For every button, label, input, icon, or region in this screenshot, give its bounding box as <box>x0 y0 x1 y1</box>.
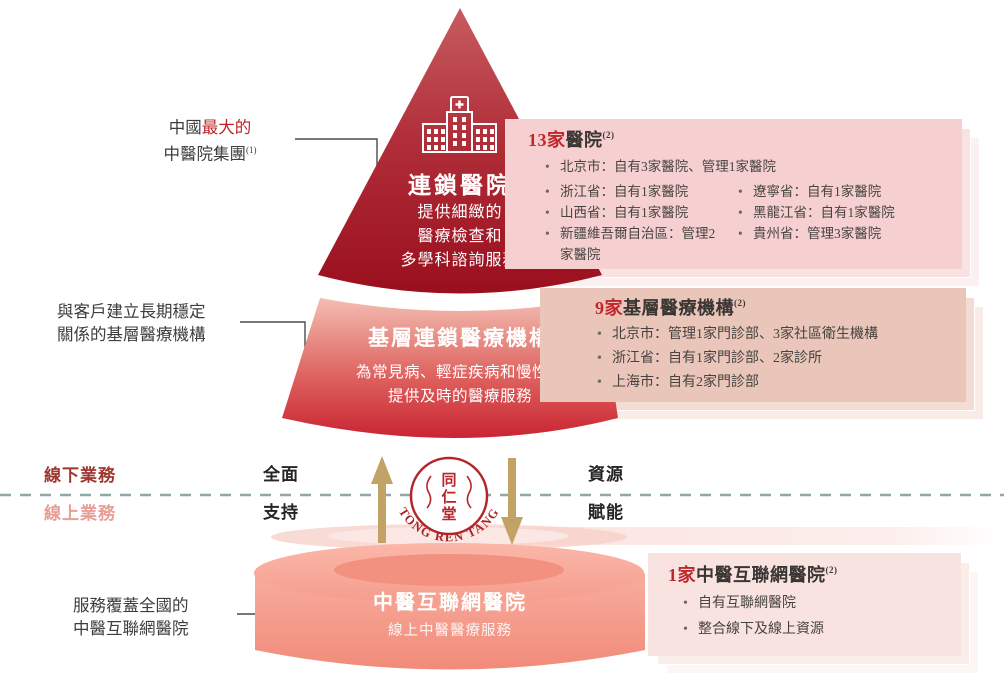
list-item: 北京市：管理1家門診部、3家社區衛生機構 <box>595 323 958 347</box>
connector-line <box>240 321 306 358</box>
support-label-bottom: 支持 <box>263 503 299 522</box>
footnote-marker: (2) <box>734 298 746 308</box>
logo-ornament <box>466 475 472 509</box>
primary-care-box-title: 9家基層醫療機構(2) <box>595 294 958 320</box>
tier1-description: 提供細緻的 醫療檢查和 多學科諮詢服務 <box>400 204 520 269</box>
lens-shape <box>271 524 627 550</box>
lens-shape-inner <box>329 527 569 545</box>
list-item: 浙江省：自有1家門診部、2家診所 <box>595 347 958 371</box>
count-text: 9家 <box>595 298 623 318</box>
hospitals-box-content: 13家醫院(2) 北京市：自有3家醫院、管理1家醫院 浙江省：自有1家醫院 山西… <box>505 119 962 269</box>
list-item: 山西省：自有1家醫院 <box>543 202 721 223</box>
faint-band <box>450 527 1004 545</box>
count-text: 13家 <box>528 130 566 150</box>
list-item: 自有互聯網醫院 <box>681 591 953 617</box>
arrow-up-icon <box>371 456 393 543</box>
tier3-title: 中醫互聯網醫院 <box>373 592 527 614</box>
tier1-title: 連鎖醫院 <box>408 173 512 198</box>
annotation-internet-hospital: 服務覆蓋全國的 中醫互聯網醫院 <box>73 596 189 638</box>
list-item: 整合線下及線上資源 <box>681 617 953 643</box>
hospitals-box: 13家醫院(2) 北京市：自有3家醫院、管理1家醫院 浙江省：自有1家醫院 山西… <box>505 119 980 287</box>
offline-business-label: 線下業務 <box>44 466 116 485</box>
annotation-largest-group: 中國最大的 中醫院集團(1) <box>163 118 257 164</box>
connector-line <box>237 600 300 615</box>
svg-text:TONG REN TANG: TONG REN TANG <box>396 505 502 544</box>
tier3-description: 線上中醫醫療服務 <box>388 623 512 639</box>
hospital-icon <box>422 96 497 153</box>
logo-char: 堂 <box>441 505 456 523</box>
list-item: 黑龍江省：自有1家醫院 <box>736 202 954 223</box>
primary-care-box-content: 9家基層醫療機構(2) 北京市：管理1家門診部、3家社區衛生機構 浙江省：自有1… <box>540 288 966 402</box>
internet-hospital-box-content: 1家中醫互聯網醫院(2) 自有互聯網醫院 整合線下及線上資源 <box>648 553 961 656</box>
list-item: 貴州省：管理3家醫院 <box>736 223 954 244</box>
empower-label-bottom: 賦能 <box>588 503 624 522</box>
title-text: 中醫互聯網醫院 <box>696 565 826 585</box>
count-text: 1家 <box>668 565 696 585</box>
footnote-marker: (2) <box>825 565 838 575</box>
hospitals-box-title: 13家醫院(2) <box>528 126 954 152</box>
tier2-description: 為常見病、輕症疾病和慢性病 提供及時的醫療服務 <box>355 364 564 405</box>
logo-char: 仁 <box>441 488 456 506</box>
internet-hospital-box-title: 1家中醫互聯網醫院(2) <box>668 561 953 587</box>
highlight-text: 最大的 <box>201 118 252 137</box>
primary-care-box: 9家基層醫療機構(2) 北京市：管理1家門診部、3家社區衛生機構 浙江省：自有1… <box>540 288 984 420</box>
support-label-top: 全面 <box>263 465 299 484</box>
tier2-title: 基層連鎖醫療機構 <box>368 326 552 350</box>
list-item: 上海市：自有2家門診部 <box>595 371 958 395</box>
logo-char: 同 <box>441 472 456 489</box>
tongrentang-logo: 同 仁 堂 TONG REN TANG <box>396 456 502 544</box>
empower-label-top: 資源 <box>588 465 624 484</box>
internet-hospital-box: 1家中醫互聯網醫院(2) 自有互聯網醫院 整合線下及線上資源 <box>648 553 979 674</box>
list-item: 新疆維吾爾自治區：管理2家醫院 <box>543 223 721 265</box>
logo-ornament <box>426 475 432 509</box>
footnote-marker: (2) <box>602 130 615 140</box>
footnote-marker: (1) <box>246 145 257 155</box>
online-business-label: 線上業務 <box>44 504 116 523</box>
logo-arc-text: TONG REN TANG <box>396 505 501 544</box>
list-item: 浙江省：自有1家醫院 <box>543 181 721 202</box>
annotation-primary-care: 與客戶建立長期穩定 關係的基層醫療機構 <box>57 302 206 344</box>
list-item: 遼寧省：自有1家醫院 <box>736 181 954 202</box>
title-text: 基層醫療機構 <box>623 298 734 318</box>
list-item: 北京市：自有3家醫院、管理1家醫院 <box>543 156 954 177</box>
title-text: 醫院 <box>565 130 603 150</box>
arrow-down-icon <box>501 458 523 545</box>
